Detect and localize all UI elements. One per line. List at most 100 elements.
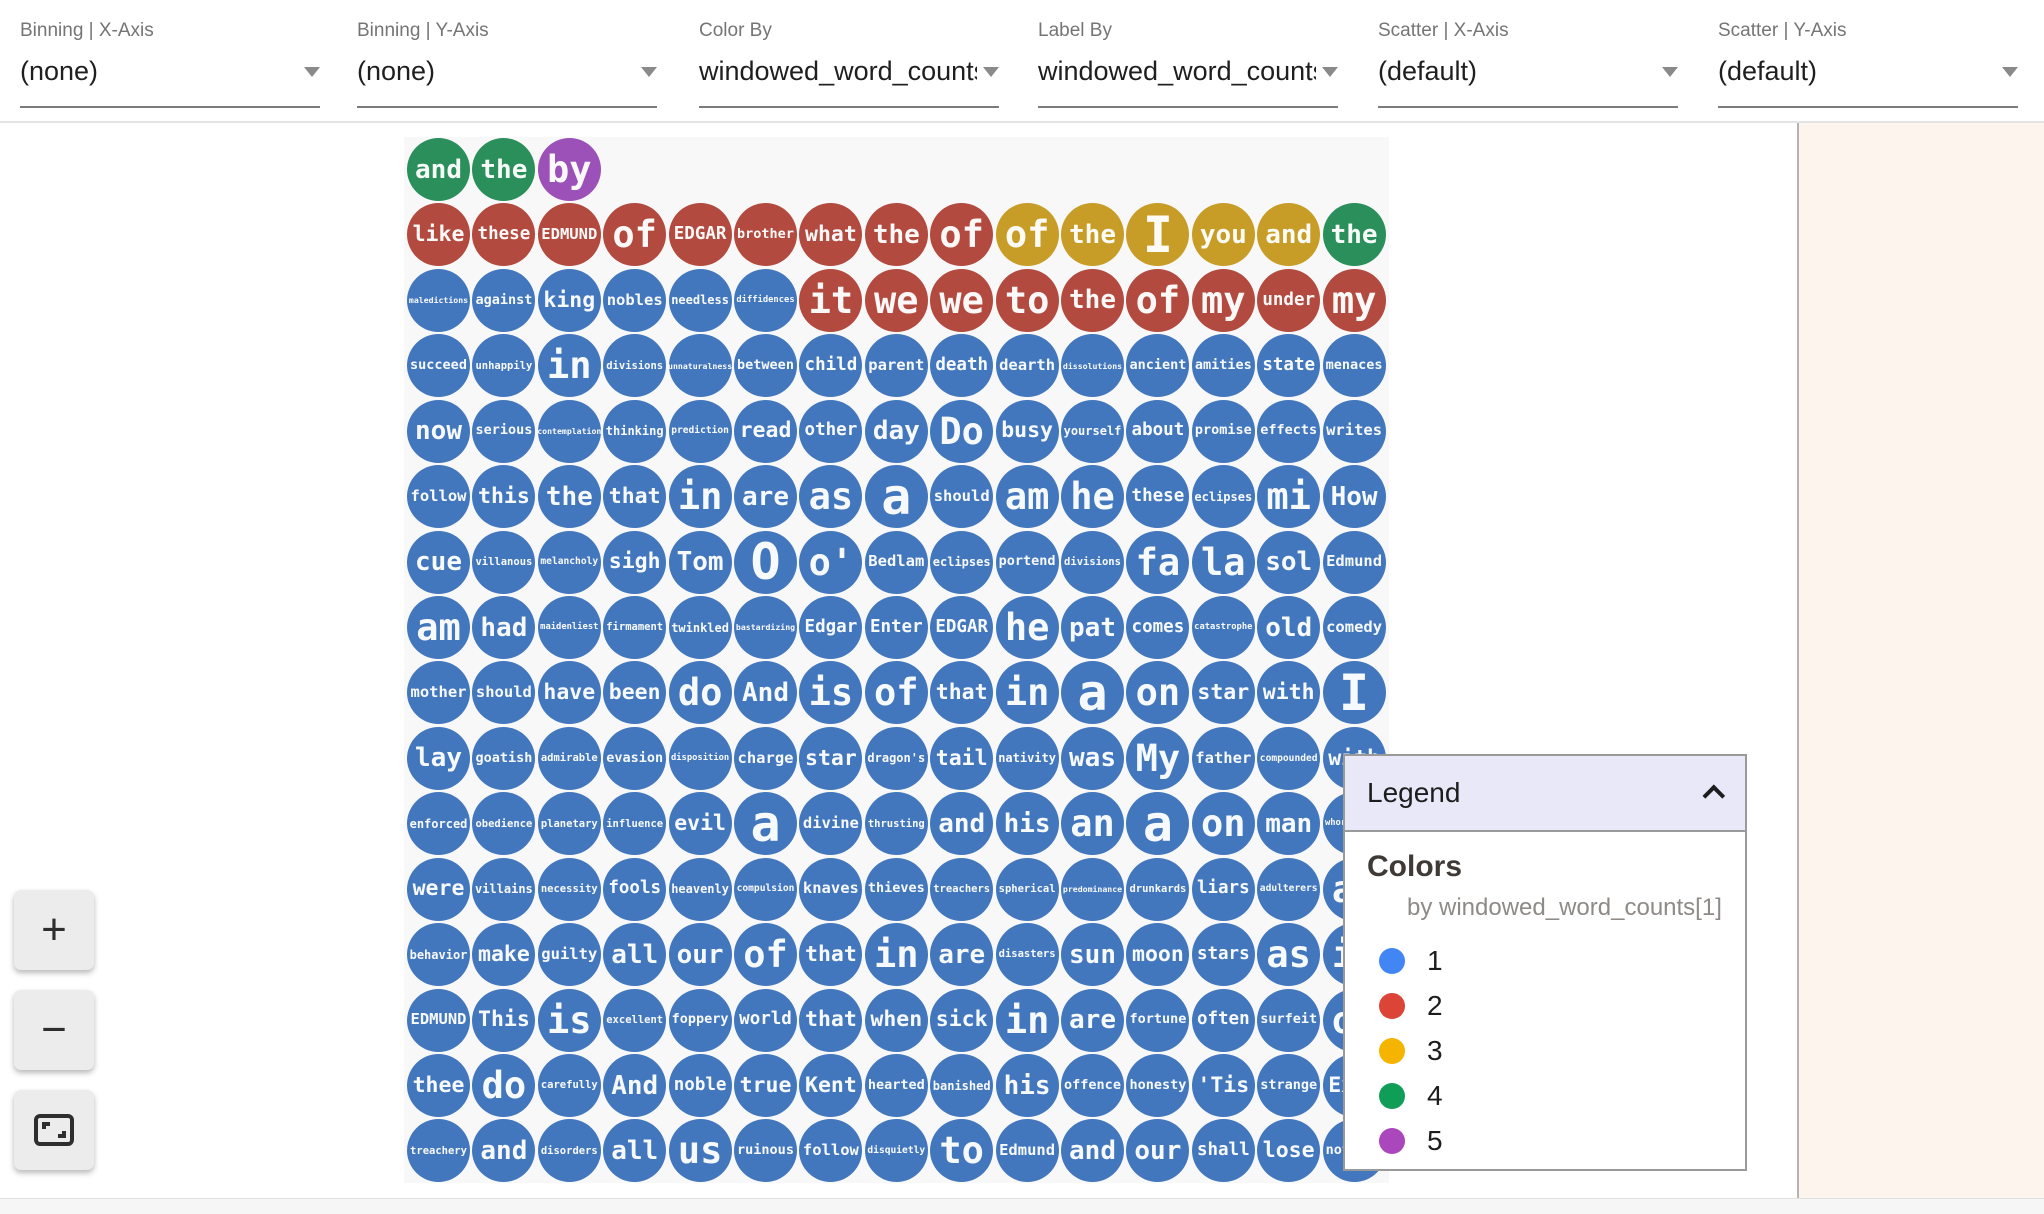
word-circle[interactable]: the (537, 465, 601, 529)
word-circle[interactable]: and (1257, 203, 1321, 267)
word-circle[interactable]: the (864, 203, 928, 267)
word-circle[interactable]: sun (1061, 923, 1124, 987)
dropdown-arrow-icon[interactable] (2002, 66, 2018, 77)
word-circle[interactable]: against (472, 268, 536, 332)
word-circle[interactable]: unhappily (472, 334, 536, 398)
word-circle[interactable]: dearth (995, 334, 1059, 398)
word-circle[interactable]: was (1061, 726, 1124, 790)
word-circle[interactable]: as (799, 465, 863, 529)
word-circle[interactable]: should (472, 661, 536, 725)
word-circle[interactable]: when (864, 988, 928, 1052)
zoom-out-button[interactable]: − (14, 990, 94, 1070)
word-circle[interactable]: promise (1191, 399, 1255, 463)
word-circle[interactable]: portend (995, 530, 1059, 594)
word-circle[interactable]: lay (407, 726, 470, 790)
word-circle[interactable]: other (799, 399, 863, 463)
word-circle[interactable]: these (472, 203, 536, 267)
word-circle[interactable]: excellent (603, 988, 667, 1052)
word-circle[interactable]: strange (1257, 1054, 1321, 1118)
dropdown-scatter-y-axis[interactable]: Scatter | Y-Axis(default) (1718, 0, 2018, 110)
word-circle[interactable]: honesty (1126, 1054, 1190, 1118)
word-circle[interactable]: disquietly (864, 1119, 928, 1183)
dropdown-field[interactable]: (none) (20, 56, 320, 87)
word-circle[interactable]: fools (603, 857, 667, 921)
word-circle[interactable]: divisions (603, 334, 667, 398)
word-circle[interactable]: stars (1191, 923, 1255, 987)
word-circle[interactable]: melancholy (537, 530, 601, 594)
word-circle[interactable]: cue (407, 530, 470, 594)
word-circle[interactable]: father (1191, 726, 1255, 790)
word-circle[interactable]: my (1191, 268, 1255, 332)
word-circle[interactable]: twinkled (668, 596, 732, 659)
word-circle[interactable]: all (603, 923, 667, 987)
word-circle[interactable]: in (995, 988, 1059, 1052)
word-circle[interactable]: now (407, 399, 470, 463)
word-circle[interactable]: of (930, 203, 994, 267)
word-circle[interactable]: contemplation (537, 399, 601, 463)
word-circle[interactable]: My (1126, 726, 1190, 790)
word-circle[interactable]: and (930, 792, 994, 856)
word-circle[interactable]: follow (407, 465, 470, 529)
word-circle[interactable]: his (995, 792, 1059, 856)
word-circle[interactable]: a (1061, 661, 1124, 725)
word-circle[interactable]: Edmund (995, 1119, 1059, 1183)
word-circle[interactable]: in (537, 334, 601, 398)
word-circle[interactable]: follow (799, 1119, 863, 1183)
word-circle[interactable]: yourself (1061, 399, 1124, 463)
chevron-up-icon[interactable] (1702, 784, 1726, 808)
word-circle[interactable]: of (995, 203, 1059, 267)
word-circle[interactable]: old (1257, 596, 1321, 659)
word-circle[interactable]: eclipses (930, 530, 994, 594)
dropdown-field[interactable]: (default) (1718, 56, 2018, 87)
word-circle[interactable]: EDMUND (407, 988, 470, 1052)
word-circle[interactable]: Edgar (799, 596, 863, 659)
word-circle[interactable]: it (799, 268, 863, 332)
word-circle[interactable]: do (668, 661, 732, 725)
word-circle[interactable]: moon (1126, 923, 1190, 987)
word-circle[interactable]: mother (407, 661, 470, 725)
word-circle[interactable]: O (734, 530, 797, 594)
word-circle[interactable]: mi (1257, 465, 1321, 529)
word-circle[interactable]: needless (668, 268, 732, 332)
word-circle[interactable]: fortune (1126, 988, 1190, 1052)
word-circle[interactable]: EDMUND (537, 203, 601, 267)
word-circle[interactable]: compulsion (734, 857, 797, 921)
dropdown-arrow-icon[interactable] (1662, 66, 1678, 77)
word-circle[interactable]: heavenly (668, 857, 732, 921)
word-circle[interactable]: comedy (1322, 596, 1386, 659)
word-circle[interactable]: in (668, 465, 732, 529)
word-circle[interactable]: And (603, 1054, 667, 1118)
word-circle[interactable]: writes (1322, 399, 1386, 463)
word-circle[interactable]: menaces (1322, 334, 1386, 398)
word-circle[interactable]: and (1061, 1119, 1124, 1183)
word-circle[interactable]: influence (603, 792, 667, 856)
word-circle[interactable]: a (734, 792, 797, 856)
word-circle[interactable]: hearted (864, 1054, 928, 1118)
word-circle[interactable]: Do (930, 399, 994, 463)
word-circle[interactable]: surfeit (1257, 988, 1321, 1052)
word-circle[interactable]: tail (930, 726, 994, 790)
word-circle[interactable]: to (995, 268, 1059, 332)
word-circle[interactable]: predominance (1061, 857, 1124, 921)
word-circle[interactable]: sigh (603, 530, 667, 594)
dropdown-binning-y-axis[interactable]: Binning | Y-Axis(none) (357, 0, 657, 110)
word-circle[interactable]: obedience (472, 792, 536, 856)
word-circle[interactable]: in (864, 923, 928, 987)
word-circle[interactable]: is (537, 988, 601, 1052)
word-circle[interactable]: nobles (603, 268, 667, 332)
word-circle[interactable]: that (799, 923, 863, 987)
word-circle[interactable]: of (734, 923, 797, 987)
word-circle[interactable]: necessity (537, 857, 601, 921)
word-circle[interactable]: thieves (864, 857, 928, 921)
word-circle[interactable]: sol (1257, 530, 1321, 594)
word-circle[interactable]: are (930, 923, 994, 987)
word-circle[interactable]: state (1257, 334, 1321, 398)
word-circle[interactable]: the (1061, 203, 1124, 267)
word-circle[interactable]: maledictions (407, 268, 470, 332)
word-circle[interactable]: prediction (668, 399, 732, 463)
word-circle[interactable]: am (407, 596, 470, 659)
word-circle[interactable]: treachery (407, 1119, 470, 1183)
word-circle[interactable]: shall (1191, 1119, 1255, 1183)
